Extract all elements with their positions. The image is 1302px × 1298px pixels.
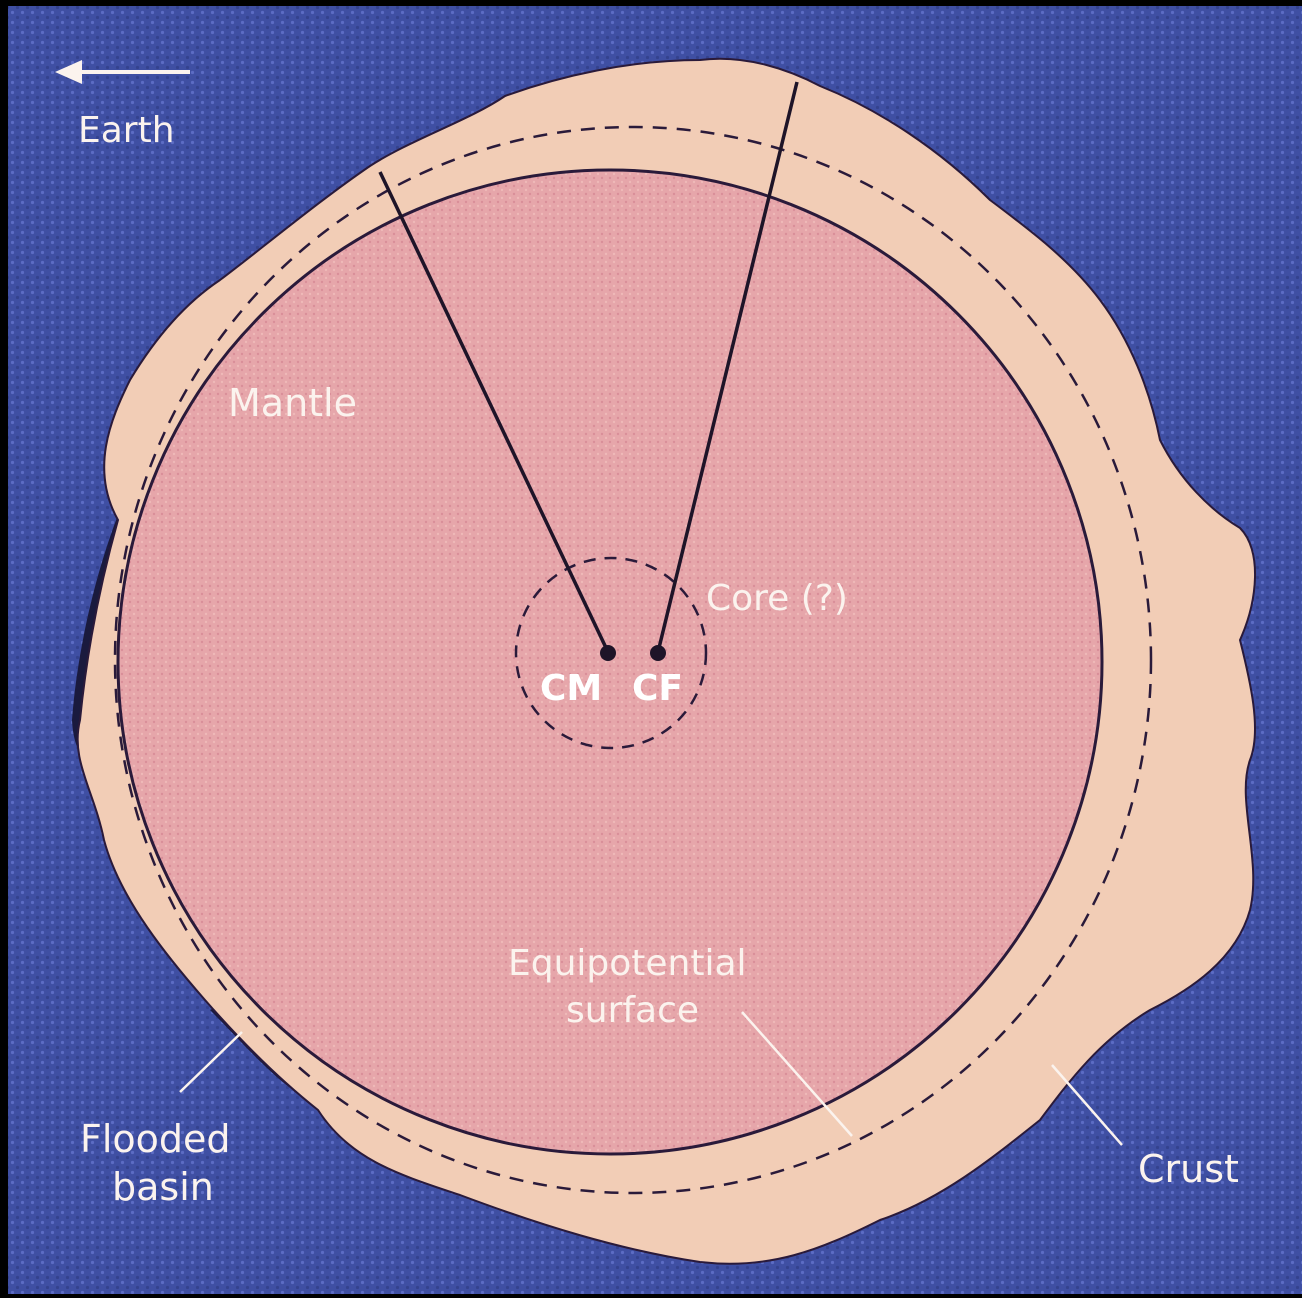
equipotential-label-line1: Equipotential — [508, 943, 747, 984]
earth-label: Earth — [78, 110, 175, 151]
core-label: Core (?) — [706, 578, 848, 619]
cf-point — [650, 645, 666, 661]
cm-point — [600, 645, 616, 661]
cf-label: CF — [632, 668, 683, 709]
flooded-basin-label-line1: Flooded — [80, 1117, 231, 1161]
crust-label: Crust — [1138, 1147, 1239, 1191]
equipotential-label-line2: surface — [566, 990, 699, 1031]
mantle-label: Mantle — [228, 381, 357, 425]
cm-label: CM — [540, 668, 602, 709]
flooded-basin-label-line2: basin — [112, 1165, 214, 1209]
